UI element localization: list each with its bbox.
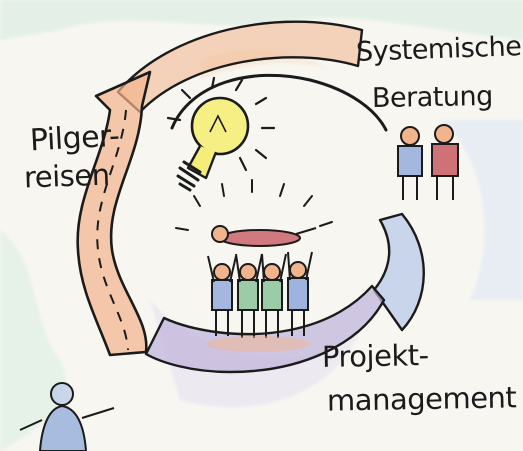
person-icon xyxy=(287,251,313,336)
glow-lines xyxy=(175,179,333,231)
group-of-people xyxy=(206,251,313,352)
person-icon xyxy=(431,124,459,200)
arrow-segment-pilgerreisen xyxy=(76,70,152,357)
arrow-segment-beratung xyxy=(372,212,425,332)
crowd-surfing-person-icon xyxy=(211,225,317,247)
person-icon xyxy=(207,255,237,336)
label-systemische-beratung-line-1: Systemische xyxy=(355,31,522,68)
label-pilgerreisen-line-1: Pilger- xyxy=(29,118,121,159)
person-icon xyxy=(235,253,263,338)
person-icon xyxy=(397,126,423,200)
label-projektmanagement-line-1: Projekt- xyxy=(321,338,429,374)
label-pilgerreisen-line-2: reisen xyxy=(23,157,111,195)
inner-ring xyxy=(170,73,388,132)
lightbulb-icon xyxy=(166,76,276,192)
label-systemische-beratung-line-2: Beratung xyxy=(371,80,493,115)
label-projektmanagement-line-2: management xyxy=(326,380,517,418)
consultants-pair xyxy=(397,124,459,200)
cycle-arrow-icon xyxy=(76,20,425,374)
arrow-segment-projekt xyxy=(144,284,386,374)
presenter-person-icon xyxy=(19,382,115,451)
arrow-center-dashes xyxy=(96,109,129,351)
person-icon xyxy=(261,253,287,338)
arrow-segment-top xyxy=(116,20,364,114)
